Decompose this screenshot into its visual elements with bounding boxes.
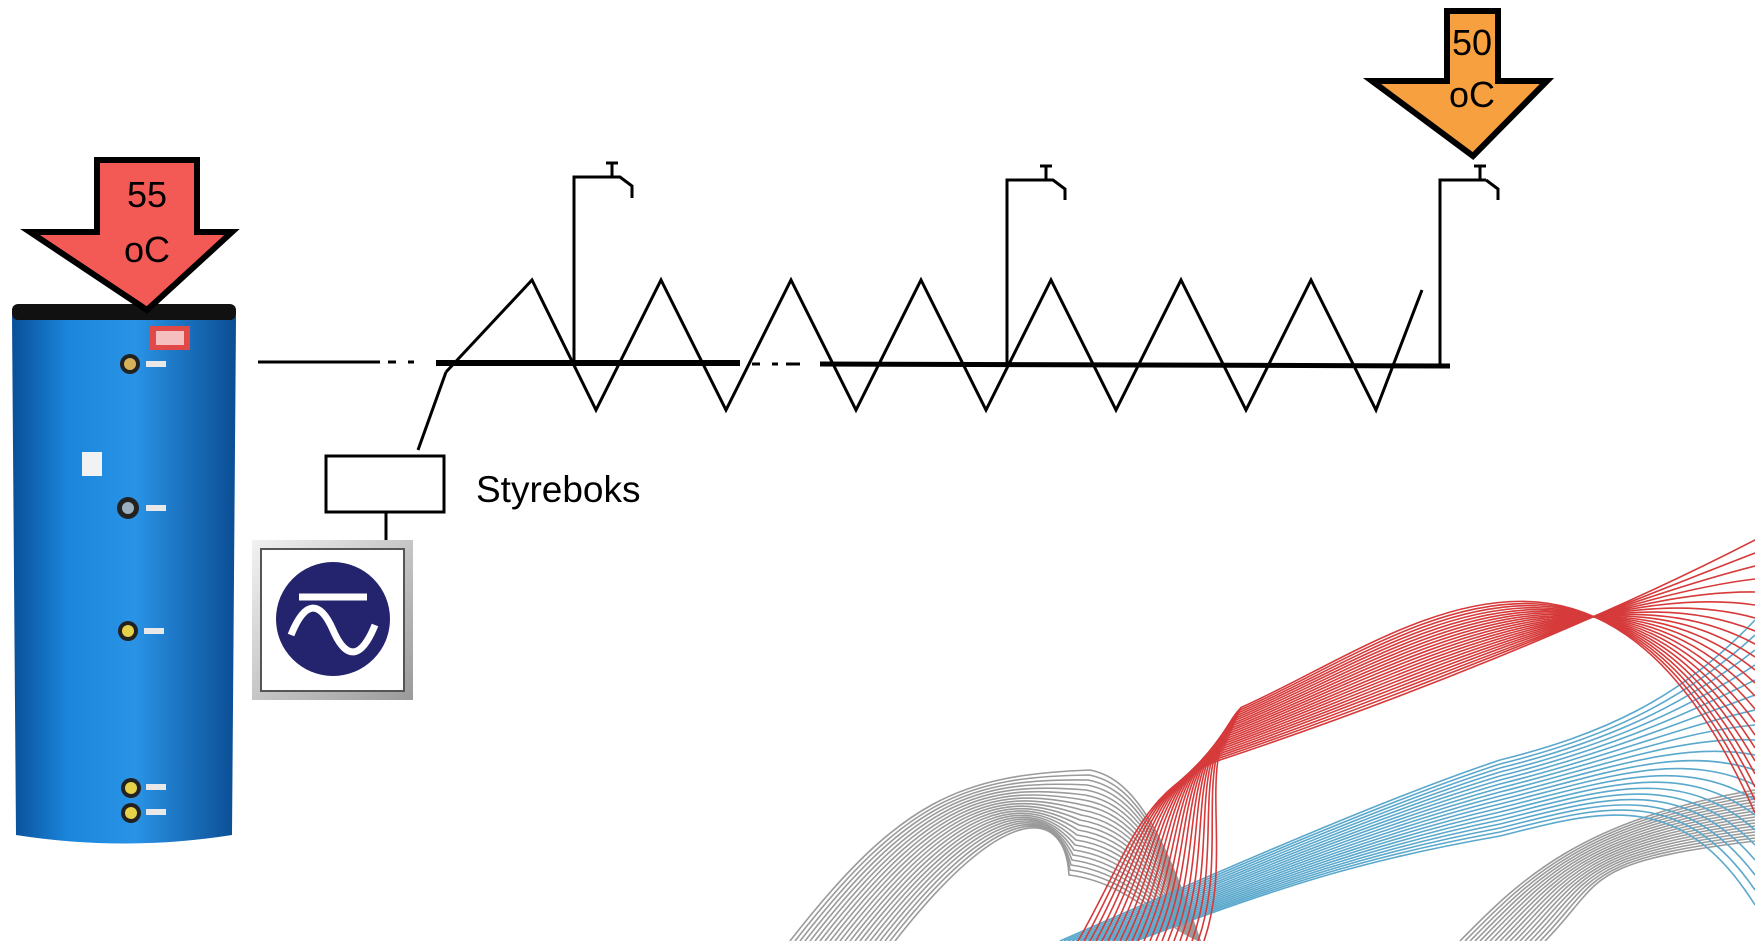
red-line [1107, 601, 1755, 941]
hot-water-pipe [258, 178, 1486, 369]
grey-line [1514, 822, 1755, 941]
power-button [252, 540, 413, 700]
red-line [1077, 539, 1755, 941]
grey-line [869, 818, 1201, 941]
tank-top-cap [12, 304, 236, 320]
red-line [1155, 614, 1755, 941]
red-line [1197, 602, 1755, 941]
blue-line [1079, 694, 1755, 941]
grey-line [1529, 831, 1755, 941]
faucet [572, 161, 634, 364]
grey-line [1469, 795, 1755, 941]
red-line [1203, 600, 1755, 941]
red-line [1089, 565, 1755, 941]
red-line [1113, 607, 1755, 941]
grey-line [1519, 825, 1755, 941]
control-box-label: Styreboks [476, 469, 641, 510]
blue-line [1087, 724, 1755, 941]
hot-water-tank [12, 304, 236, 844]
blue-line [1095, 750, 1755, 941]
control-box: Styreboks [324, 454, 641, 540]
grey-line [1499, 813, 1755, 941]
grey-line [839, 805, 1201, 941]
tank-temperature-arrow: 55 oC [20, 157, 240, 314]
grey-line [1539, 837, 1755, 941]
cable-lead [416, 371, 448, 451]
blue-line [1119, 793, 1755, 941]
grey-line [794, 774, 1201, 941]
grey-line [1489, 807, 1755, 941]
grey-line [1494, 810, 1755, 941]
red-line [1119, 611, 1755, 941]
tank-connection-port [121, 803, 166, 823]
grey-line [814, 790, 1201, 941]
red-line [1101, 591, 1755, 941]
red-line [1095, 578, 1755, 941]
red-line [1167, 612, 1755, 941]
tank-connection-port [121, 778, 166, 798]
blue-line [1099, 759, 1755, 941]
grey-line [1464, 792, 1755, 941]
tank-connection-port [120, 354, 166, 374]
grey-line [1544, 840, 1755, 941]
blue-line [1059, 619, 1755, 941]
grey-line [1534, 834, 1755, 941]
blue-line [1123, 798, 1755, 941]
grey-line [854, 812, 1201, 941]
tap-temperature-unit: oC [1449, 74, 1495, 115]
ac-sine-icon [276, 562, 390, 676]
blue-line [1135, 814, 1755, 941]
blue-line [1111, 781, 1755, 941]
blue-line [1063, 634, 1755, 941]
grey-line [864, 816, 1201, 941]
red-line [1137, 615, 1755, 941]
faucet [1005, 164, 1067, 364]
grey-line [834, 802, 1201, 941]
red-line [1179, 608, 1755, 941]
blue-line [1107, 775, 1755, 941]
red-line [1173, 610, 1755, 941]
red-line [1125, 613, 1755, 941]
red-line [1083, 552, 1755, 941]
blue-line [1127, 804, 1755, 941]
blue-line [1071, 664, 1755, 941]
red-line [1185, 606, 1755, 941]
tank-connection-port [117, 497, 166, 519]
grey-line [1504, 816, 1755, 941]
tap-temperature-arrow: 50 oC [1362, 8, 1555, 160]
red-line [1149, 615, 1755, 941]
red-line [1161, 613, 1755, 941]
heating-cable [444, 276, 1424, 414]
tank-temperature-unit: oC [124, 229, 170, 270]
decorative-line-fan [789, 539, 1755, 941]
tap-temperature-value: 50 [1452, 22, 1492, 63]
grey-line [1484, 804, 1755, 941]
faucet [1474, 164, 1500, 200]
red-line [1191, 605, 1755, 941]
blue-line [1083, 709, 1755, 941]
grey-line [824, 797, 1201, 941]
blue-line [1103, 767, 1755, 941]
red-line [1143, 615, 1755, 941]
grey-line [1479, 801, 1755, 941]
tank-temperature-value: 55 [127, 174, 167, 215]
blue-line [1091, 738, 1755, 941]
grey-line [804, 783, 1201, 941]
grey-line [859, 814, 1201, 941]
tank-connection-port [118, 621, 164, 641]
blue-line [1067, 649, 1755, 941]
blue-line [1115, 787, 1755, 941]
blue-line [1131, 809, 1755, 941]
red-line [1131, 615, 1755, 941]
grey-line [809, 787, 1201, 941]
tank-thermometer-plate [82, 452, 102, 476]
